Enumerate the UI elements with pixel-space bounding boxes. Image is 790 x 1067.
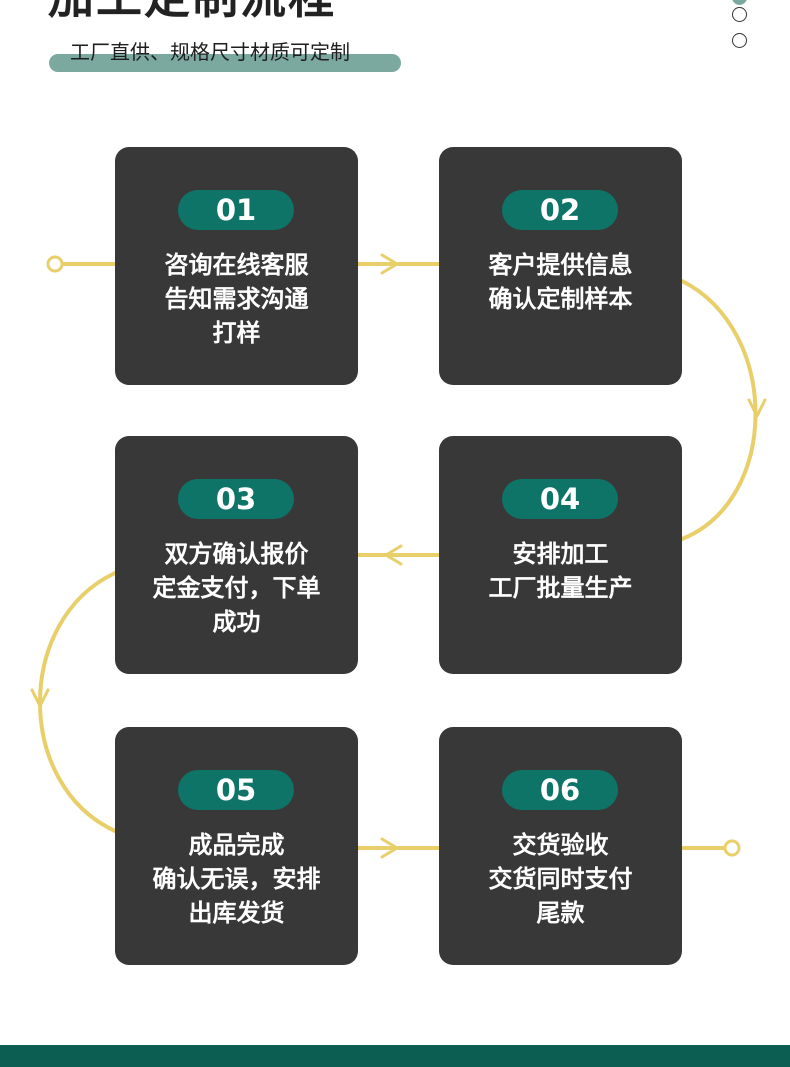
step-number-badge: 03 <box>178 479 294 519</box>
step-text-line: 双方确认报价 <box>164 540 309 568</box>
step-number-badge: 06 <box>502 770 618 810</box>
circle-dots-icon <box>732 0 750 52</box>
chevron-arrow-icon <box>30 688 50 708</box>
step-text-line: 定金支付，下单 <box>152 574 321 602</box>
step-card-01: 01 咨询在线客服 告知需求沟通 打样 <box>115 147 358 385</box>
step-description: 安排加工 工厂批量生产 <box>439 537 682 605</box>
step-text-line: 交货同时支付 <box>488 865 633 893</box>
step-text-line: 工厂批量生产 <box>488 574 633 602</box>
chevron-arrow-icon <box>384 544 403 566</box>
step-text-line: 出库发货 <box>188 899 285 927</box>
step-description: 交货验收 交货同时支付 尾款 <box>439 828 682 930</box>
step-text-line: 告知需求沟通 <box>164 285 309 313</box>
page-title: 加工定制流程 <box>48 0 336 20</box>
step-text-line: 安排加工 <box>512 540 609 568</box>
subtitle-highlight-bar <box>49 54 401 72</box>
step-card-03: 03 双方确认报价 定金支付，下单 成功 <box>115 436 358 674</box>
step-text-line: 成功 <box>212 608 261 636</box>
ring-endpoint-icon <box>723 839 741 857</box>
step-number-badge: 01 <box>178 190 294 230</box>
step-text-line: 成品完成 <box>188 831 285 859</box>
step-number-badge: 02 <box>502 190 618 230</box>
connector-curve <box>38 571 117 833</box>
chevron-arrow-icon <box>380 837 399 859</box>
footer-band <box>0 1045 790 1067</box>
dot-icon <box>732 33 747 48</box>
step-card-05: 05 成品完成 确认无误，安排 出库发货 <box>115 727 358 965</box>
chevron-arrow-icon <box>380 253 399 275</box>
step-description: 咨询在线客服 告知需求沟通 打样 <box>115 248 358 350</box>
step-text-line: 交货验收 <box>512 831 609 859</box>
step-text-line: 确认无误，安排 <box>152 865 321 893</box>
step-text-line: 确认定制样本 <box>488 285 633 313</box>
connector-curve <box>680 279 758 541</box>
step-card-02: 02 客户提供信息 确认定制样本 <box>439 147 682 385</box>
step-text-line: 客户提供信息 <box>488 251 633 279</box>
step-text-line: 尾款 <box>536 899 585 927</box>
chevron-arrow-icon <box>747 398 767 418</box>
step-description: 双方确认报价 定金支付，下单 成功 <box>115 537 358 639</box>
step-text-line: 打样 <box>212 319 261 347</box>
step-number-badge: 05 <box>178 770 294 810</box>
step-description: 成品完成 确认无误，安排 出库发货 <box>115 828 358 930</box>
step-text-line: 咨询在线客服 <box>164 251 309 279</box>
step-number-badge: 04 <box>502 479 618 519</box>
dot-icon <box>732 7 747 22</box>
step-description: 客户提供信息 确认定制样本 <box>439 248 682 316</box>
page-subtitle: 工厂直供、规格尺寸材质可定制 <box>70 40 350 64</box>
ring-endpoint-icon <box>46 255 64 273</box>
step-card-06: 06 交货验收 交货同时支付 尾款 <box>439 727 682 965</box>
step-card-04: 04 安排加工 工厂批量生产 <box>439 436 682 674</box>
